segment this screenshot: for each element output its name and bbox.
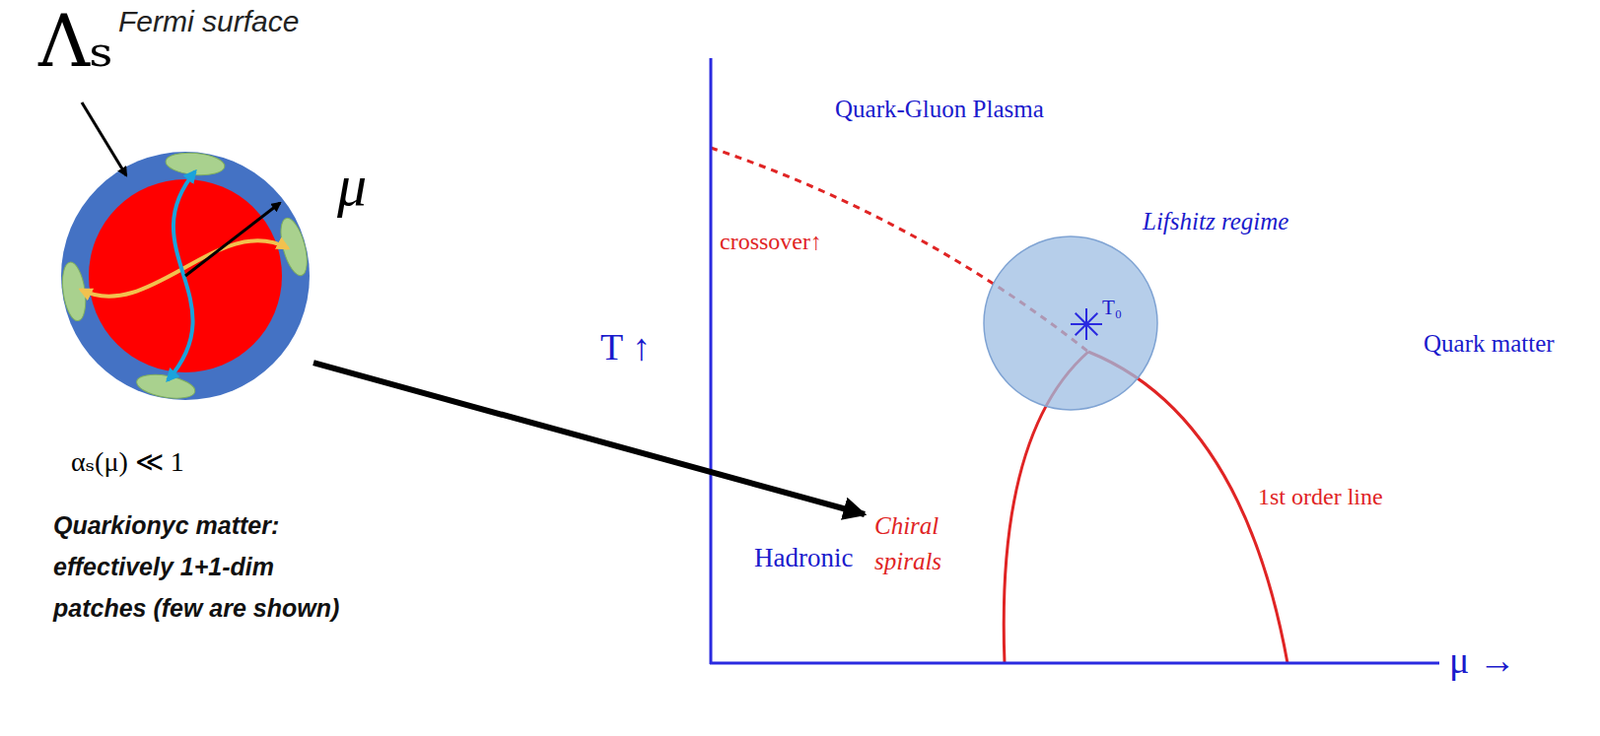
- node-text: Fermi surface: [118, 3, 299, 40]
- first-order-line: [1088, 351, 1288, 664]
- fermi-sphere: Fermi surface: [61, 151, 310, 401]
- axis-label: μ →: [1449, 638, 1517, 685]
- lifshitz-region: [983, 236, 1158, 411]
- symbol-label: Λₛ: [38, 5, 114, 77]
- pairing-arrow: [167, 171, 196, 381]
- fermi-sphere-shape: [61, 151, 310, 401]
- asterisk-symbol: [1075, 313, 1099, 337]
- phase-label: Hadronic: [754, 542, 853, 574]
- lifshitz-circle: Lifshitz regimeT₀: [981, 234, 1160, 413]
- symbol-label: μ: [337, 155, 367, 215]
- pointer-arrow: [313, 362, 865, 515]
- line-label: 1st order line: [1257, 483, 1384, 512]
- radius-arrow: [185, 203, 280, 277]
- fermi-sea: [88, 179, 282, 373]
- formula-label: αₛ(μ) ≪ 1: [70, 445, 185, 480]
- patch: [135, 370, 198, 403]
- node-text: Lifshitz regime: [1142, 207, 1289, 237]
- leader-arrow: [81, 102, 127, 176]
- phase-label: Quark-Gluon Plasma: [834, 94, 1044, 125]
- line-label: crossover↑: [719, 227, 823, 257]
- pairing-arrow: [80, 240, 288, 297]
- axis-label: T ↑: [600, 325, 651, 371]
- lifshitz-circle-shape: [981, 234, 1160, 413]
- phase-label: Quark matter: [1423, 329, 1555, 359]
- node-text: T₀: [1102, 295, 1122, 321]
- note-text: Quarkionyc matter: effectively 1+1-dim p…: [53, 504, 349, 629]
- node-text: Chiral spirals: [874, 508, 942, 581]
- mu-axis: [709, 662, 1440, 666]
- fermi-shell: [61, 151, 310, 401]
- chiral-spiral-region: Chiral spirals: [870, 504, 947, 585]
- t-axis: [709, 58, 713, 665]
